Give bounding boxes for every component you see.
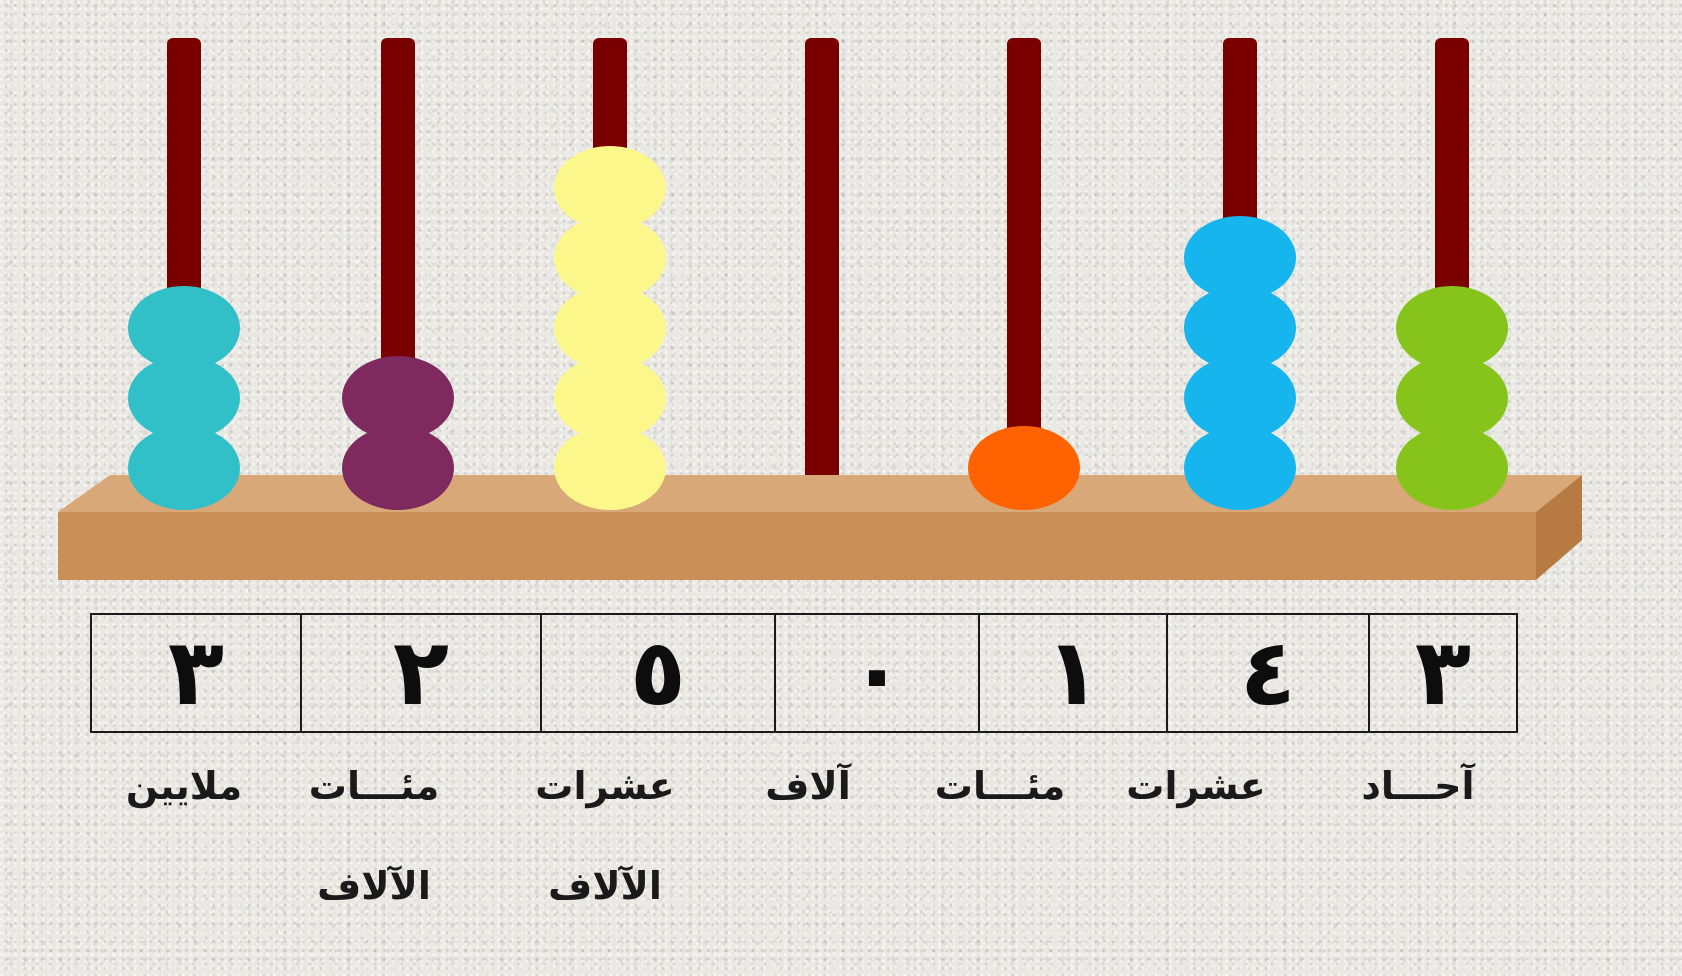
place-label-millions: ملايين — [126, 736, 242, 836]
place-label-line-2: الآلاف — [535, 836, 674, 936]
place-label-tens: عشرات — [1126, 736, 1265, 836]
abacus-bead — [554, 146, 666, 230]
abacus-bead — [342, 356, 454, 440]
place-label-line: عشرات — [1126, 736, 1265, 836]
place-label-ten-thousands: عشرات الآلاف — [535, 736, 674, 936]
place-label-line-2: الآلاف — [309, 836, 439, 936]
place-label-line: مئـــات — [935, 736, 1065, 836]
abacus-base-front — [58, 512, 1536, 580]
digit-cell-ten-thousands: ٥ — [541, 614, 775, 732]
digit-cell-tens: ٤ — [1167, 614, 1369, 732]
place-label-hundred-thousands: مئـــات الآلاف — [309, 736, 439, 936]
abacus-rod — [805, 38, 839, 510]
digit-cell-millions: ٣ — [91, 614, 301, 732]
abacus-bead — [1396, 286, 1508, 370]
place-value-digit-table: ٣ ٢ ٥ ٠ ١ ٤ ٣ — [90, 613, 1518, 733]
place-label-thousands: آلاف — [765, 736, 850, 836]
digit-cell-hundred-thousands: ٢ — [301, 614, 541, 732]
place-label-ones: آحـــاد — [1361, 736, 1474, 836]
place-label-hundreds: مئـــات — [935, 736, 1065, 836]
digit-cell-thousands: ٠ — [775, 614, 979, 732]
place-label-line: ملايين — [126, 736, 242, 836]
abacus-bead — [128, 286, 240, 370]
digit-cell-hundreds: ١ — [979, 614, 1167, 732]
abacus-base-top — [58, 475, 1582, 512]
place-label-line: مئـــات — [309, 736, 439, 836]
place-label-line: عشرات — [535, 736, 674, 836]
place-label-line: آحـــاد — [1361, 736, 1474, 836]
abacus-bead — [1184, 216, 1296, 300]
digit-row: ٣ ٢ ٥ ٠ ١ ٤ ٣ — [91, 614, 1517, 732]
abacus-bead — [968, 426, 1080, 510]
digit-cell-ones: ٣ — [1369, 614, 1517, 732]
place-label-line: آلاف — [765, 736, 850, 836]
